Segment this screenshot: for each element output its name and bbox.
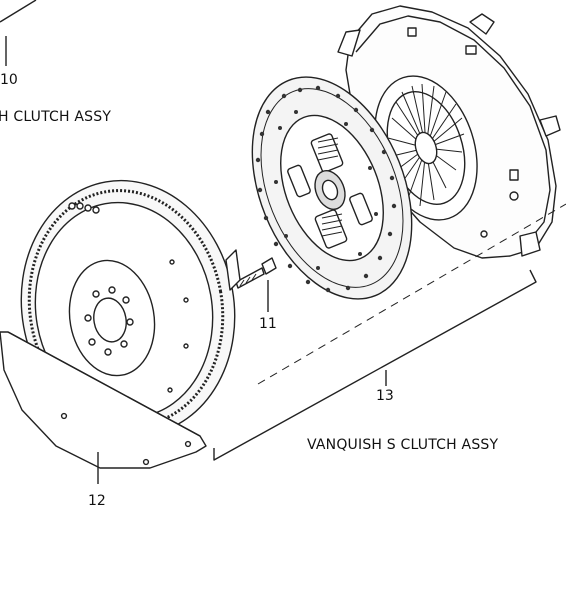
clutch-assy-label-partial: H CLUTCH ASSY <box>0 109 112 125</box>
callout-13: 13 <box>376 388 394 404</box>
vanquish-s-clutch-assy-label: VANQUISH S CLUTCH ASSY <box>307 437 499 453</box>
callout-10: 10 <box>0 72 18 88</box>
bolt-icon <box>235 257 277 312</box>
shield-plate-icon <box>0 331 207 484</box>
assembly-bracket-13 <box>213 203 566 461</box>
callout-12: 12 <box>88 493 106 509</box>
callout-11: 11 <box>259 316 277 332</box>
clutch-disc-icon <box>251 76 413 300</box>
leader-line-10 <box>0 0 37 66</box>
